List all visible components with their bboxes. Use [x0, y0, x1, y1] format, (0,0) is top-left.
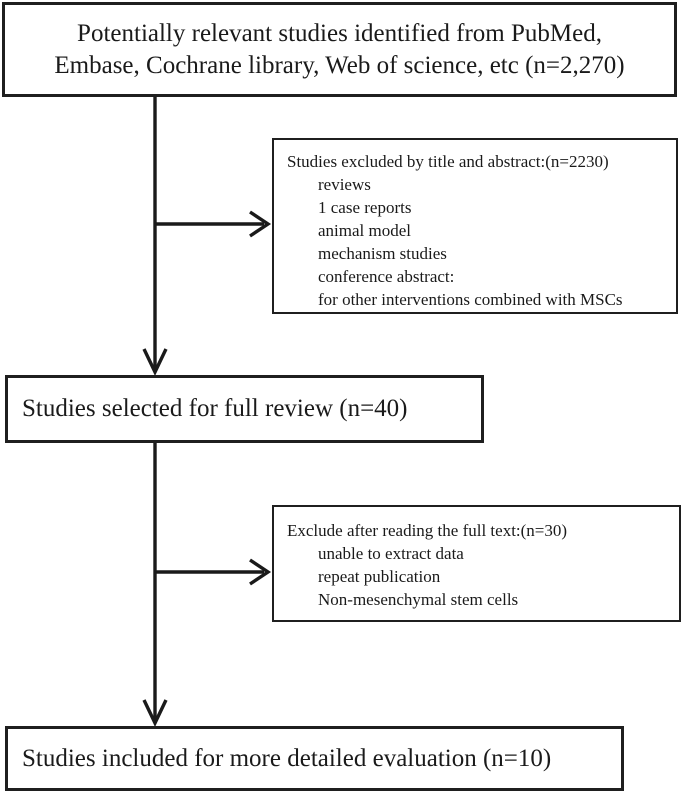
identified-studies-line2: Embase, Cochrane library, Web of science…: [54, 51, 625, 79]
excluded-item-animal-model: animal model: [318, 221, 412, 240]
full-review-box: Studies selected for full review (n=40): [5, 375, 484, 443]
included-studies-label: Studies included for more detailed evalu…: [22, 744, 552, 772]
excluded-by-title-abstract-box: Studies excluded by title and abstract:(…: [272, 138, 678, 314]
full-review-label: Studies selected for full review (n=40): [22, 395, 408, 422]
excluded-item-non-mesenchymal: Non-mesenchymal stem cells: [318, 590, 519, 609]
arrowhead-down-2: [142, 699, 168, 727]
excluded-item-case-reports: 1 case reports: [318, 198, 412, 217]
arrowhead-down-1: [142, 348, 168, 376]
excluded-item-other-interventions: for other interventions combined with MS…: [318, 290, 623, 309]
excluded-full-text-title: Exclude after reading the full text:(n=3…: [287, 521, 568, 540]
excluded-item-reviews: reviews: [318, 175, 371, 194]
excluded-item-mechanism-studies: mechanism studies: [318, 244, 447, 263]
excluded-item-unable-extract-data: unable to extract data: [318, 544, 464, 563]
excluded-by-title-abstract-title: Studies excluded by title and abstract:(…: [287, 152, 609, 171]
identified-studies-box: Potentially relevant studies identified …: [2, 2, 677, 97]
identified-studies-line1: Potentially relevant studies identified …: [77, 19, 602, 47]
excluded-item-repeat-publication: repeat publication: [318, 567, 441, 586]
arrowhead-right-2: [249, 558, 272, 586]
arrowhead-right-1: [249, 210, 272, 238]
excluded-full-text-box: Exclude after reading the full text:(n=3…: [272, 505, 681, 622]
included-studies-box: Studies included for more detailed evalu…: [5, 726, 624, 791]
excluded-item-conference-abstract: conference abstract:: [318, 267, 455, 286]
